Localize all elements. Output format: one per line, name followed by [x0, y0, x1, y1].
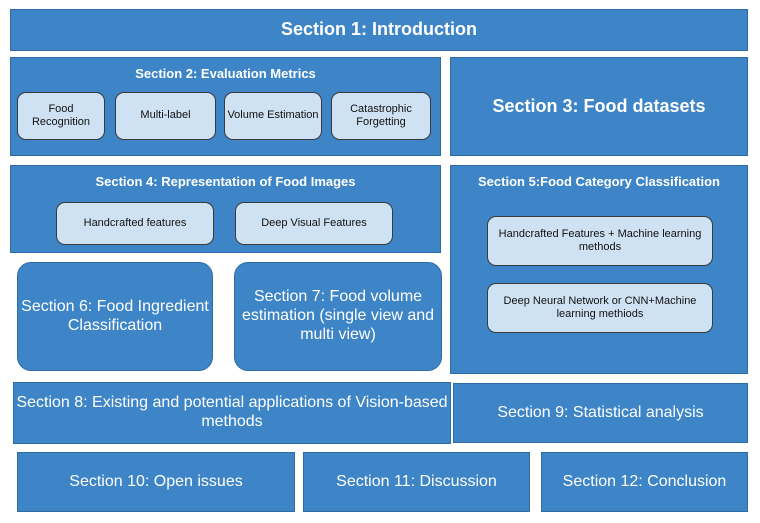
section-2-item-food-recognition[interactable]: Food Recognition — [17, 92, 105, 140]
section-12-conclusion-box[interactable]: Section 12: Conclusion — [541, 452, 748, 512]
section-10-open-issues-box[interactable]: Section 10: Open issues — [17, 452, 295, 512]
section-6-food-ingredient-classification-box[interactable]: Section 6: Food Ingredient Classificatio… — [17, 262, 213, 371]
section-2-item-catastrophic-forgetting[interactable]: Catastrophic Forgetting — [331, 92, 431, 140]
section-4-title: Section 4: Representation of Food Images — [95, 174, 356, 189]
section-2-title: Section 2: Evaluation Metrics — [135, 66, 316, 81]
section-8-applications-box[interactable]: Section 8: Existing and potential applic… — [13, 382, 451, 444]
section-4-item-deep-visual-features-label: Deep Visual Features — [261, 216, 367, 229]
section-7-food-volume-estimation-box[interactable]: Section 7: Food volume estimation (singl… — [234, 262, 442, 371]
section-10-label: Section 10: Open issues — [69, 472, 243, 490]
section-2-item-food-recognition-label: Food Recognition — [31, 102, 91, 128]
section-2-item-volume-estimation[interactable]: Volume Estimation — [224, 92, 322, 140]
section-4-item-deep-visual-features[interactable]: Deep Visual Features — [235, 202, 393, 245]
section-3-label: Section 3: Food datasets — [492, 95, 706, 116]
section-2-item-multi-label[interactable]: Multi-label — [115, 92, 216, 140]
section-5-item-handcrafted-features-ml-label: Handcrafted Features + Machine learning … — [498, 227, 702, 253]
section-4-representation-of-food-images-box[interactable]: Section 4: Representation of Food Images… — [10, 165, 441, 253]
section-9-statistical-analysis-box[interactable]: Section 9: Statistical analysis — [453, 383, 748, 443]
section-2-item-volume-estimation-label: Volume Estimation — [227, 109, 319, 122]
section-6-label: Section 6: Food Ingredient Classificatio… — [21, 297, 209, 334]
section-8-label: Section 8: Existing and potential applic… — [16, 394, 448, 430]
section-5-title: Section 5:Food Category Classification — [478, 174, 720, 189]
section-12-label: Section 12: Conclusion — [562, 472, 727, 490]
section-1-introduction-box[interactable]: Section 1: Introduction — [10, 9, 748, 51]
section-5-food-category-classification-box[interactable]: Section 5:Food Category Classification H… — [450, 165, 748, 374]
section-3-food-datasets-box[interactable]: Section 3: Food datasets — [450, 57, 748, 156]
section-11-discussion-box[interactable]: Section 11: Discussion — [303, 452, 530, 512]
section-2-item-catastrophic-forgetting-label: Catastrophic Forgetting — [350, 102, 412, 128]
section-9-label: Section 9: Statistical analysis — [497, 403, 704, 421]
section-5-item-deep-neural-network-cnn-ml[interactable]: Deep Neural Network or CNN+Machine learn… — [487, 283, 713, 333]
section-7-label: Section 7: Food volume estimation (singl… — [241, 288, 435, 343]
section-4-item-handcrafted-features-label: Handcrafted features — [83, 216, 187, 229]
section-4-item-handcrafted-features[interactable]: Handcrafted features — [56, 202, 214, 245]
section-11-label: Section 11: Discussion — [336, 472, 497, 490]
section-1-label: Section 1: Introduction — [281, 19, 477, 40]
section-5-item-handcrafted-features-ml[interactable]: Handcrafted Features + Machine learning … — [487, 216, 713, 266]
section-5-item-deep-neural-network-cnn-ml-label: Deep Neural Network or CNN+Machine learn… — [503, 294, 697, 320]
section-2-evaluation-metrics-box[interactable]: Section 2: Evaluation Metrics Food Recog… — [10, 57, 441, 156]
section-2-item-multi-label-label: Multi-label — [140, 109, 191, 122]
